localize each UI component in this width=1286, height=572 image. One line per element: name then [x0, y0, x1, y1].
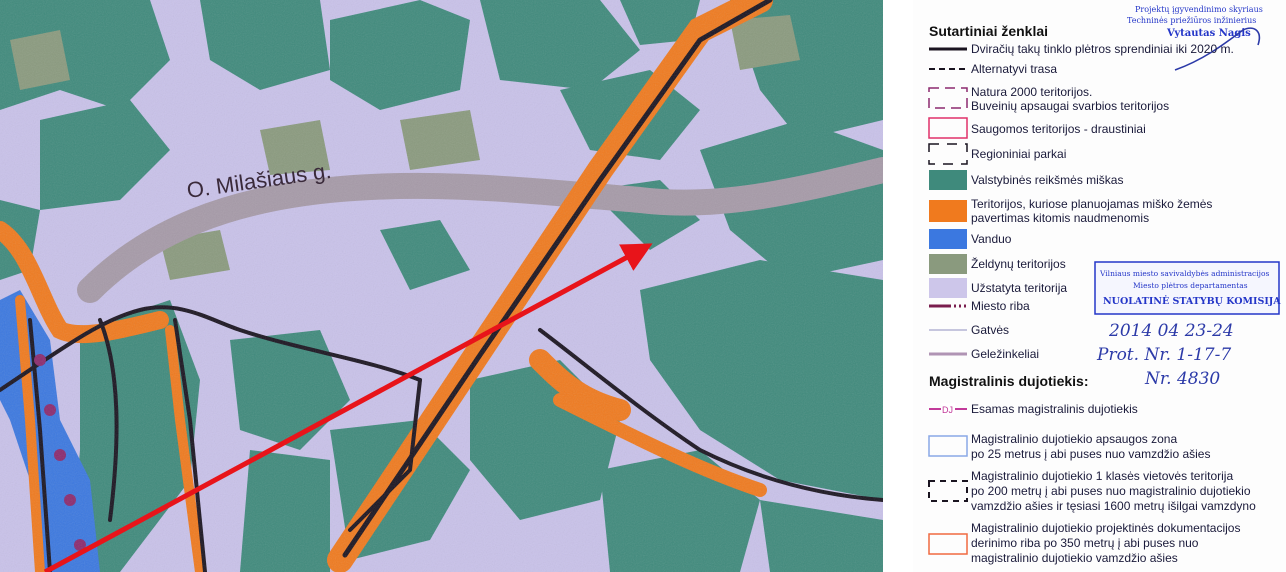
stamp-top-line1: Projektų įgyvendinimo skyriaus	[1135, 5, 1263, 14]
legend-gas-existing: Esamas magistralinis dujotiekis	[971, 402, 1138, 416]
stamp-top-line2: Techninės priežiūros inžinierius	[1127, 16, 1256, 25]
legend-gas-protection-symbol	[928, 435, 968, 457]
legend-gas-class1-line3: vamzdžio ašies ir tęsiasi 1600 metrų iši…	[971, 499, 1256, 513]
legend-gas-heading: Magistralinis dujotiekis:	[929, 373, 1088, 389]
legend-gas-class1-line2: po 200 metrų į abi puses nuo magistralin…	[971, 484, 1251, 498]
legend-canvas: Sutartiniai ženklai Projektų įgyvendinim…	[928, 5, 1281, 565]
legend-built: Užstatyta teritorija	[971, 281, 1067, 295]
legend-forest-conversion-line1: Teritorijos, kuriose planuojamas miško ž…	[971, 197, 1212, 211]
legend-gas-code: DJ	[942, 405, 953, 415]
legend-protected-symbol	[928, 117, 968, 139]
legend-natura-line2: Buveinių apsaugai svarbios teritorijos	[971, 99, 1169, 113]
legend-natura-symbol	[928, 87, 968, 109]
legend-bike-network: Dviračių takų tinklo plėtros sprendiniai…	[971, 42, 1234, 56]
legend-city-boundary: Miesto riba	[971, 299, 1030, 313]
legend-built-symbol	[929, 278, 967, 298]
legend-green-symbol	[929, 254, 967, 274]
legend-streets: Gatvės	[971, 323, 1009, 337]
legend-forest: Valstybinės reikšmės miškas	[971, 173, 1123, 187]
annotation-arrow	[43, 243, 653, 572]
legend-gas-protection-line1: Magistralinio dujotiekio apsaugos zona	[971, 432, 1177, 446]
legend-alt-route: Alternatyvi trasa	[971, 62, 1057, 76]
signature	[1174, 27, 1261, 71]
legend-regional-parks-symbol	[928, 143, 968, 165]
legend-gas-coordination-line2: derinimo riba po 350 metrų į abi puses n…	[971, 536, 1199, 550]
legend-gas-coordination-line3: magistralinio dujotiekio vamzdžio ašies	[971, 551, 1178, 565]
legend-forest-conversion-symbol	[929, 200, 967, 222]
legend-gas-class1-symbol	[928, 480, 968, 502]
legend-forest-symbol	[929, 170, 967, 190]
legend-green: Želdynų teritorijos	[971, 256, 1066, 271]
map-legend: Sutartiniai ženklai Projektų įgyvendinim…	[913, 0, 1286, 572]
handwritten-date: 2014 04 23-24	[1108, 321, 1234, 341]
commission-stamp	[1094, 261, 1280, 315]
legend-regional-parks: Regioniniai parkai	[971, 147, 1066, 161]
stamp-box-line2: Miesto plėtros departamentas	[1133, 281, 1248, 290]
legend-water: Vanduo	[971, 232, 1012, 246]
scan-texture	[0, 0, 883, 572]
legend-gas-protection-line2: po 25 metrus į abi puses nuo vamzdžio aš…	[971, 447, 1210, 461]
legend-natura-line1: Natura 2000 teritorijos.	[971, 85, 1092, 99]
legend-gas-label-bg	[941, 403, 955, 415]
legend-railways: Geležinkeliai	[971, 347, 1039, 361]
stamp-top-name: Vytautas Nagis	[1166, 28, 1251, 39]
map-view[interactable]: O. Milašiaus g.	[0, 0, 883, 572]
handwritten-protocol: Prot. Nr. 1-17-7	[1096, 345, 1231, 365]
legend-water-symbol	[929, 229, 967, 249]
legend-gas-coordination-symbol	[928, 533, 968, 555]
legend-protected: Saugomos teritorijos - draustiniai	[971, 122, 1146, 136]
stamp-box-line1: Vilniaus miesto savivaldybės administrac…	[1099, 269, 1270, 278]
legend-gas-coordination-line1: Magistralinio dujotiekio projektinės dok…	[971, 521, 1240, 535]
legend-gas-class1-line1: Magistralinio dujotiekio 1 klasės vietov…	[971, 469, 1233, 483]
legend-forest-conversion-line2: pavertimas kitomis naudmenomis	[971, 211, 1149, 225]
stamp-box-line3: NUOLATINĖ STATYBŲ KOMISIJA	[1103, 294, 1281, 307]
handwritten-number: Nr. 4830	[1144, 369, 1220, 389]
map-canvas: O. Milašiaus g.	[0, 0, 883, 572]
legend-title: Sutartiniai ženklai	[929, 23, 1048, 39]
